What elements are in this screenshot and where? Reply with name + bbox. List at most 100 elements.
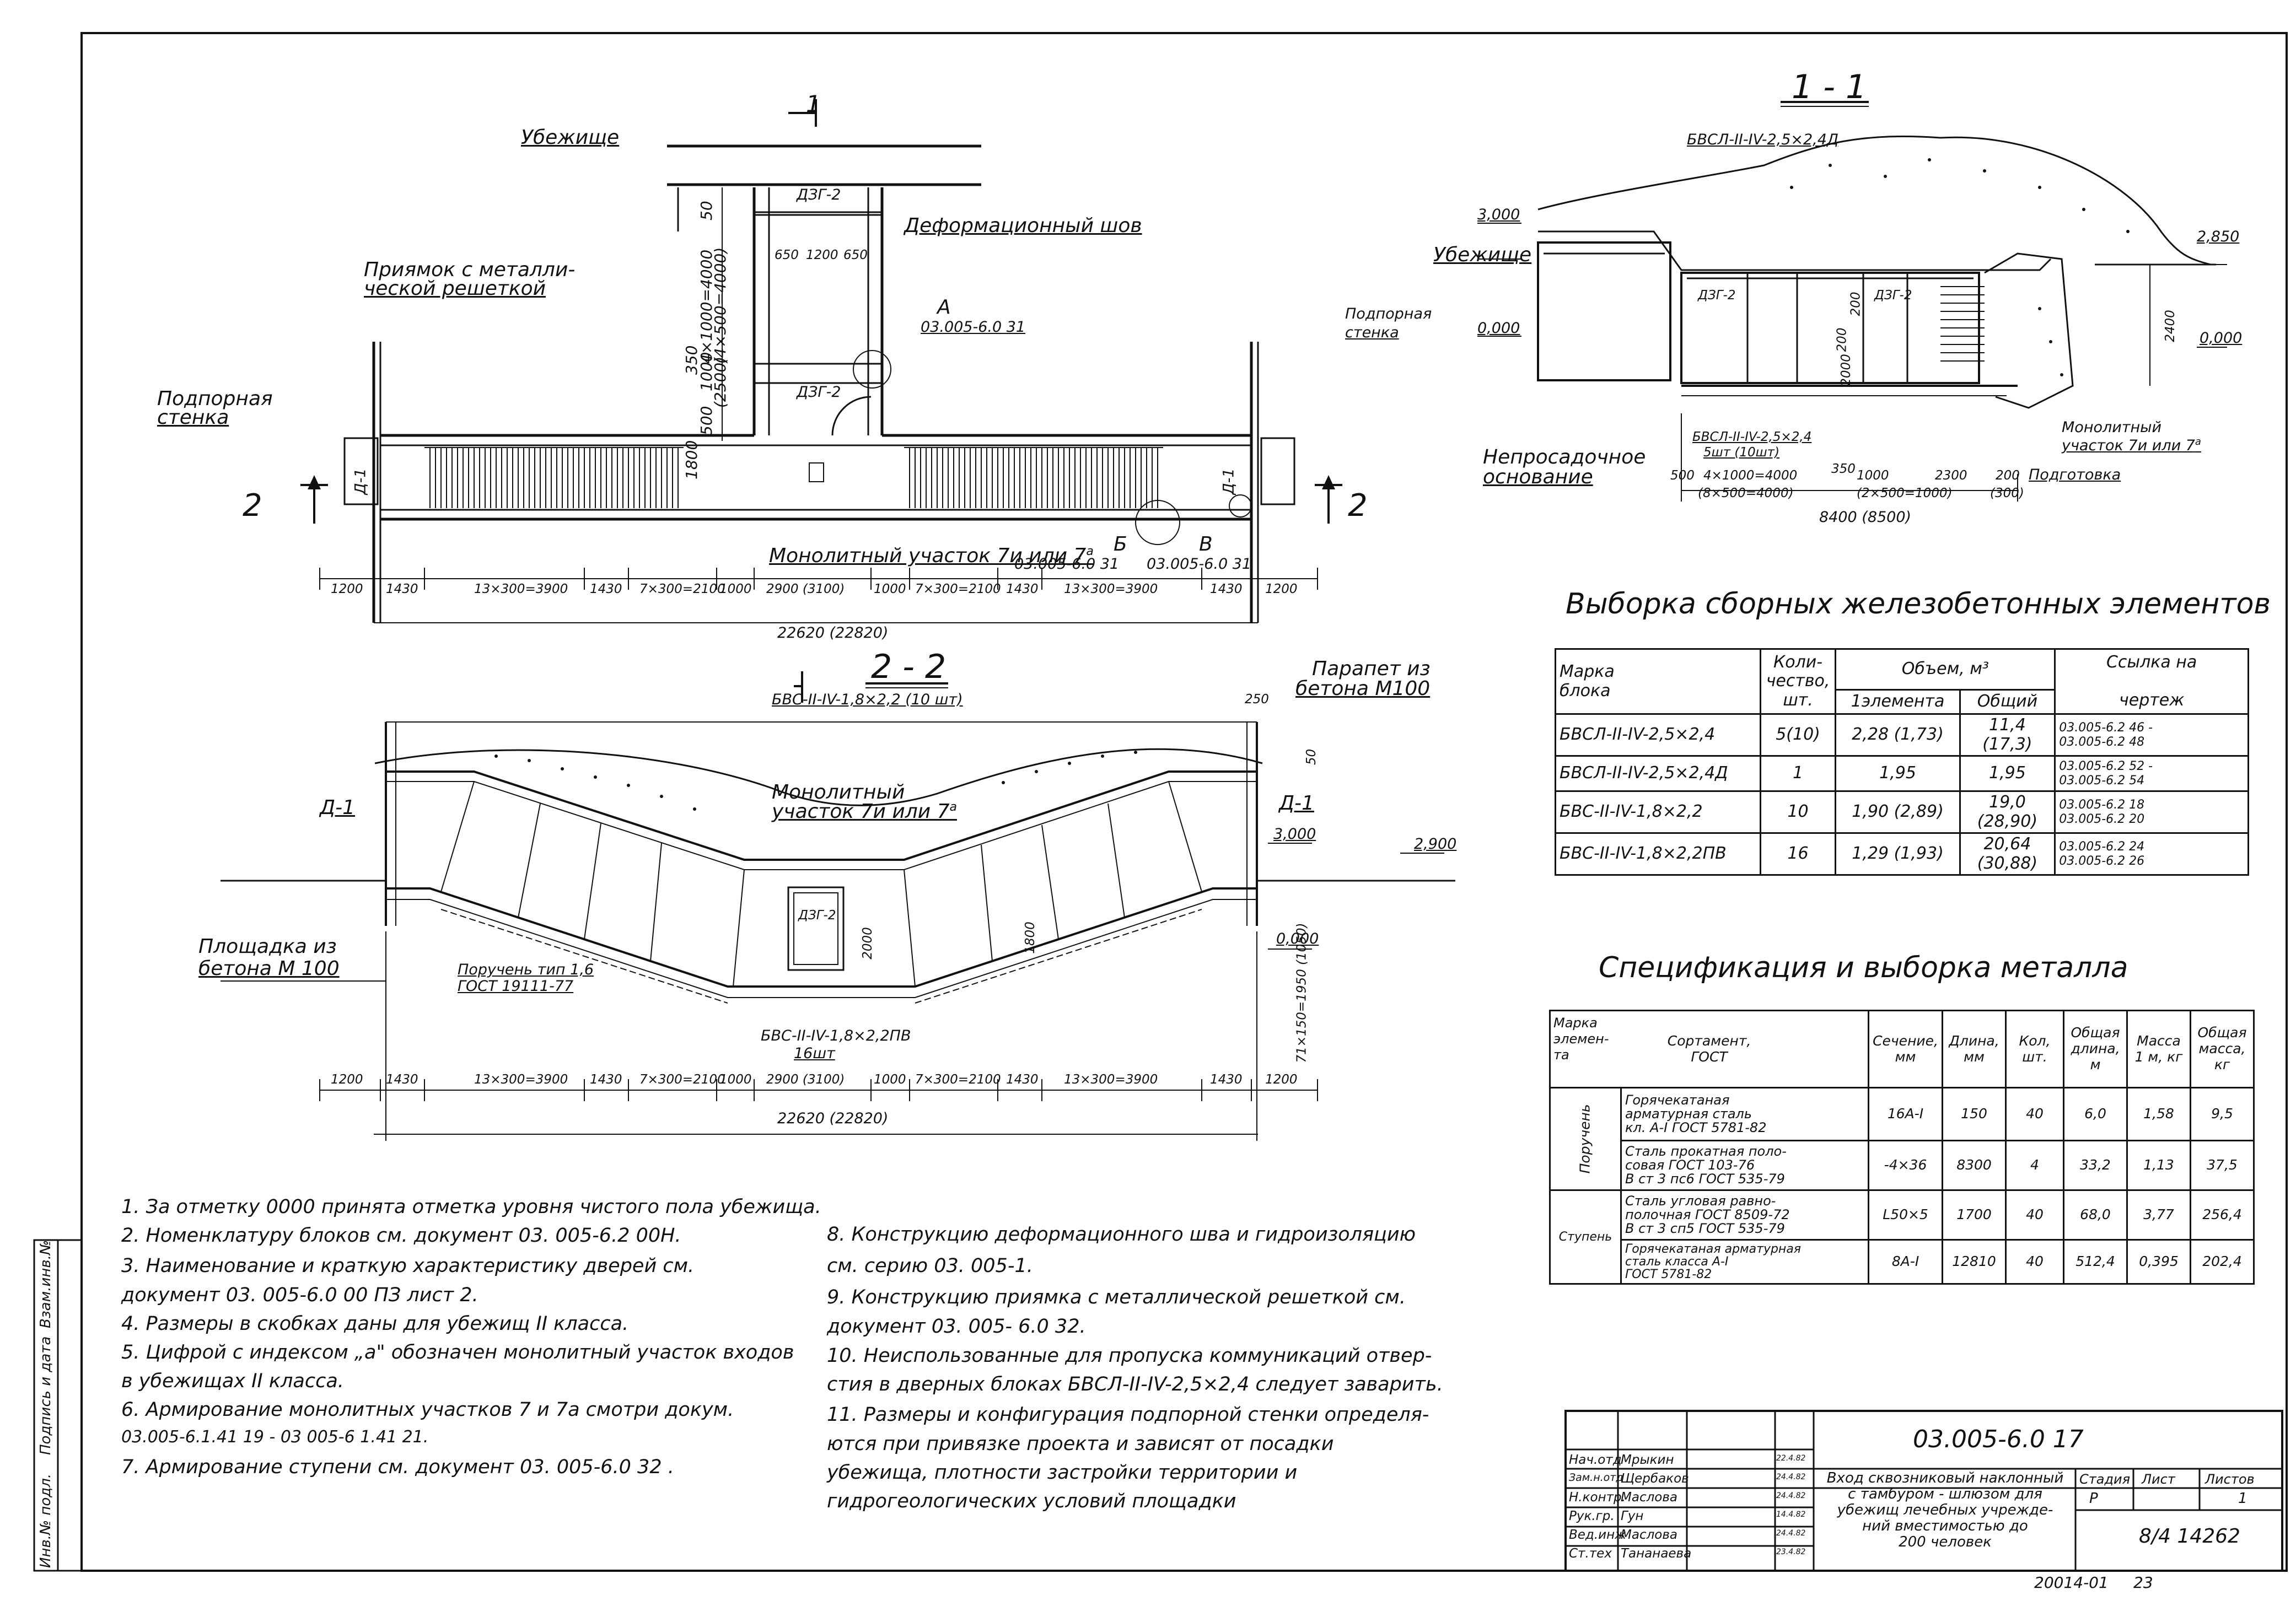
note-line: 9. Конструкцию приямка с металлической р… <box>827 1286 1406 1308</box>
s22-dim: 1430 <box>1006 1073 1039 1087</box>
deformation-joint-label: Деформационный шов <box>904 214 1142 237</box>
cell-length: 1700 <box>1942 1189 2007 1241</box>
stamp-number: 8/4 14262 <box>2139 1525 2240 1548</box>
cell-mark: БВСЛ-II-IV-2,5×2,4Д <box>1555 755 1761 792</box>
cell-mark: БВСЛ-II-IV-2,5×2,4 <box>1555 713 1761 757</box>
group-handrail: Поручень <box>1549 1087 1622 1191</box>
cell-mass-per-m: 1,58 <box>2126 1087 2191 1141</box>
s22-platform-1: Площадка из <box>198 935 337 958</box>
s11-dim-300: (300) <box>1990 486 2024 500</box>
cell-length: 12810 <box>1942 1239 2007 1285</box>
note-line: убежища, плотности застройки территории … <box>827 1462 1298 1484</box>
cell-assort: Сталь угловая равно-полочная ГОСТ 8509-7… <box>1620 1189 1870 1241</box>
cell-vol-total: 11,4 (17,3) <box>1959 713 2056 757</box>
s11-door-2: ДЗГ-2 <box>1874 288 1912 303</box>
s11-dim-2x500: (2×500=1000) <box>1857 486 1953 500</box>
note-line: стия в дверных блоках БВСЛ-II-IV-2,5×2,4… <box>827 1373 1443 1395</box>
door-label-lower: ДЗГ-2 <box>797 384 841 401</box>
s22-dim: 7×300=2100 <box>915 1073 1001 1087</box>
d1-left-label: Д-1 <box>352 468 369 495</box>
stamp-title-line: 200 человек <box>1899 1534 1992 1551</box>
section-2-2-title: 2 - 2 <box>871 648 947 686</box>
s11-dim-1000: 1000 <box>1857 468 1889 483</box>
note-line: ются при привязке проекта и зависят от п… <box>827 1433 1334 1455</box>
door-label-upper: ДЗГ-2 <box>797 186 841 203</box>
s11-dim-8x500: (8×500=4000) <box>1698 486 1794 500</box>
callout-a-ref: 03.005-6.0 31 <box>921 319 1026 336</box>
note-line: гидрогеологических условий площадки <box>827 1490 1236 1512</box>
header-section: Сечение, мм <box>1868 1010 1943 1088</box>
plan-dim-vert-350: 350 <box>682 345 701 375</box>
plan-dim: 1430 <box>1006 582 1039 596</box>
s11-block-bottom-1: БВСЛ-II-IV-2,5×2,4 <box>1692 430 1812 444</box>
s22-level-3000: 3,000 <box>1273 826 1316 843</box>
s22-block-bottom-1: БВС-II-IV-1,8×2,2ПВ <box>761 1027 911 1044</box>
group-step: Ступень <box>1549 1189 1622 1285</box>
cell-qty: 16 <box>1759 832 1837 876</box>
note-line: документ 03. 005-6.0 00 ПЗ лист 2. <box>121 1284 478 1306</box>
plan-dim: 1200 <box>331 582 363 596</box>
plan-dimension-row: 1200 1430 13×300=3900 1430 7×300=2100 10… <box>320 583 1318 600</box>
s22-dim: 1430 <box>386 1073 418 1087</box>
side-strip-replace: Взам.инв.№ <box>37 1240 54 1328</box>
s11-monolith-2: участок 7и или 7а <box>2062 436 2201 454</box>
header-total-mass: Общая масса, кг <box>2190 1010 2255 1088</box>
header-assort: Сортамент,ГОСТ <box>1548 1010 1870 1088</box>
note-line: 11. Размеры и конфигурация подпорной сте… <box>827 1404 1429 1426</box>
stamp-title-line: с тамбуром - шлюзом для <box>1848 1486 2042 1503</box>
note-line: 03.005-6.1.41 19 - 03 005-6 1.41 21. <box>121 1427 429 1447</box>
plan-dim-vert-1800: 1800 <box>682 440 701 479</box>
cell-ref: 03.005-6.2 52 -03.005-6.2 54 <box>2054 755 2249 792</box>
note-line: 8. Конструкцию деформационного шва и гид… <box>827 1224 1416 1246</box>
section-1-1-title: 1 - 1 <box>1792 68 1867 106</box>
cell-vol-one: 1,29 (1,93) <box>1835 832 1961 876</box>
cell-vol-one: 1,90 (2,89) <box>1835 790 1961 834</box>
stamp-stage: Р <box>2089 1490 2098 1507</box>
retaining-wall-left-line1: Подпорная <box>157 387 273 410</box>
s11-level-0000: 0,000 <box>1477 320 1520 337</box>
metal-spec-table: Сортамент,ГОСТ Сечение, мм Длина, мм Кол… <box>1548 1010 2255 1285</box>
s22-dim: 1200 <box>1265 1073 1298 1087</box>
pit-label-line2: ческой решеткой <box>364 277 546 300</box>
plan-dim-vert-4000b: (4×500=4000) <box>711 247 729 364</box>
s11-prep: Подготовка <box>2029 466 2121 483</box>
table-row: БВСЛ-II-IV-2,5×2,4 5(10) 2,28 (1,73) 11,… <box>1555 713 2249 757</box>
s22-dim: 7×300=2100 <box>639 1073 725 1087</box>
s11-dim-2400: 2400 <box>2163 310 2177 342</box>
s22-monolith-1: Монолитный <box>772 781 905 804</box>
table-row: БВС-II-IV-1,8×2,2ПВ 16 1,29 (1,93) 20,64… <box>1555 832 2249 876</box>
table2-title: Спецификация и выборка металла <box>1599 951 2128 984</box>
header-length: Длина, мм <box>1942 1010 2007 1088</box>
plan-dim: 1200 <box>1265 582 1298 596</box>
cut-mark-left: 2 <box>243 488 262 524</box>
cell-length: 150 <box>1942 1087 2007 1141</box>
s22-dim: 1000 <box>719 1073 752 1087</box>
cell-mass-per-m: 3,77 <box>2126 1189 2191 1241</box>
s22-dim: 1430 <box>1210 1073 1243 1087</box>
s22-dim: 2900 (3100) <box>766 1073 845 1087</box>
s11-dim-2000: 2000 <box>1838 354 1853 386</box>
s22-dim-50: 50 <box>1304 748 1319 766</box>
s11-dim-4x1000: 4×1000=4000 <box>1703 468 1798 483</box>
stamp-title: Вход сквозниковый наклонный с тамбуром -… <box>1817 1470 2073 1551</box>
stamp-bottom-page: 23 <box>2133 1573 2153 1592</box>
cell-mark: БВС-II-IV-1,8×2,2 <box>1555 790 1761 834</box>
s22-handrail-1: Поручень тип 1,6 <box>458 961 594 978</box>
cell-qty: 4 <box>2005 1140 2064 1191</box>
s22-dim-right-vertical: 71×150=1950 (1050) <box>1294 923 1309 1063</box>
cell-qty: 10 <box>1759 790 1837 834</box>
table-row: Ступень Сталь угловая равно-полочная ГОС… <box>1549 1189 2255 1285</box>
cell-total-mass: 256,4 <box>2190 1189 2255 1241</box>
plan-total-dim: 22620 (22820) <box>777 624 889 642</box>
